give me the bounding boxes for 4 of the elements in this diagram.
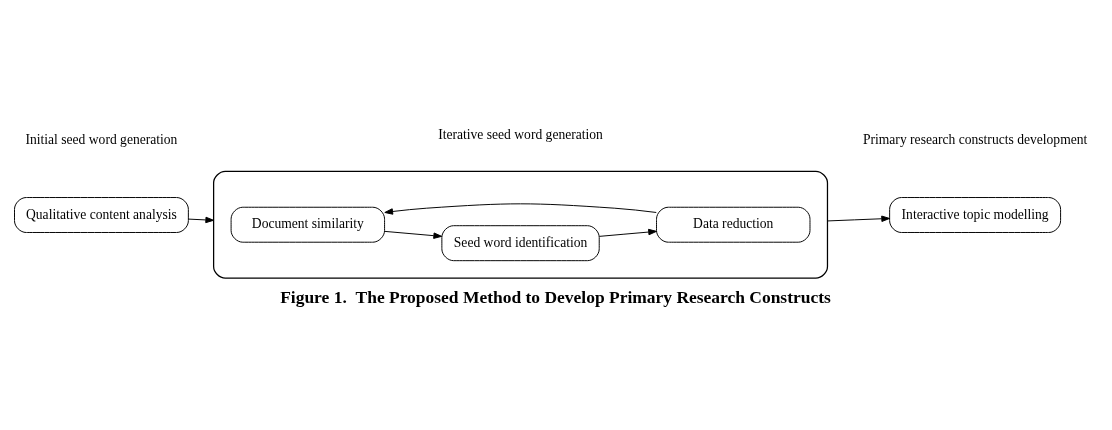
label: Initial seed word generation: [25, 131, 178, 147]
label: Primary research constructs development: [862, 131, 1088, 147]
label: Iterative seed word generation: [438, 126, 603, 142]
caption: Figure 1. The Proposed Method to Develop Primary Research Constructs: [280, 286, 831, 307]
